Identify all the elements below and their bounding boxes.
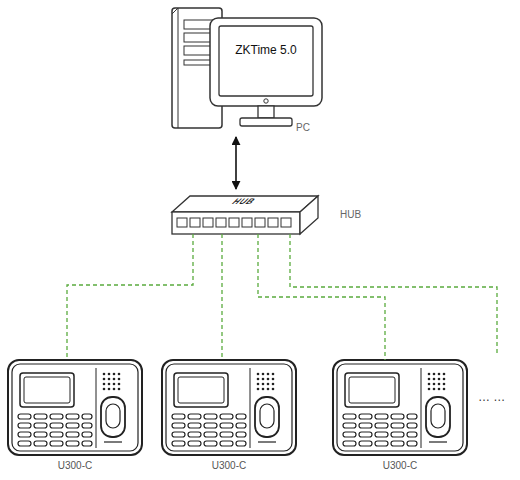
link-arrow [235,137,237,189]
pc-workstation: ZKTime 5.0PC [172,8,322,136]
terminal-node: U300-C [333,360,467,472]
hub-ports [177,218,291,227]
monitor-base [240,118,292,126]
device-label: HUB [340,209,380,220]
monitor-frame [210,18,322,106]
continuation-mark: … … [478,391,505,404]
port [216,218,226,227]
network-cable [67,234,193,360]
tower-edge [172,8,178,128]
terminal-drawing [333,360,467,455]
network-hub: HUBHUB [172,192,318,234]
terminal-drawing [8,360,142,455]
terminal-node: U300-C [162,360,296,472]
network-cable [258,234,385,360]
hub-side [300,196,318,234]
network-cable [290,234,497,355]
terminal-drawing [162,360,296,455]
software-name: ZKTime 5.0 [219,44,313,57]
port [255,218,265,227]
hub-front [172,212,300,234]
hub-marking: HUB [214,198,273,207]
device-label: PC [296,122,326,133]
port [229,218,239,227]
hub-top [172,196,318,212]
device-label: U300-C [162,460,296,471]
device-label: U300-C [8,460,142,471]
port [242,218,252,227]
port [268,218,278,227]
port [190,218,200,227]
port [203,218,213,227]
monitor-neck [258,106,274,118]
port [281,218,291,227]
device-label: U300-C [333,460,467,471]
terminal-node: U300-C [8,360,142,472]
network-cable [221,234,222,360]
power-button [264,99,268,103]
port [177,218,187,227]
monitor-screen [219,26,313,96]
